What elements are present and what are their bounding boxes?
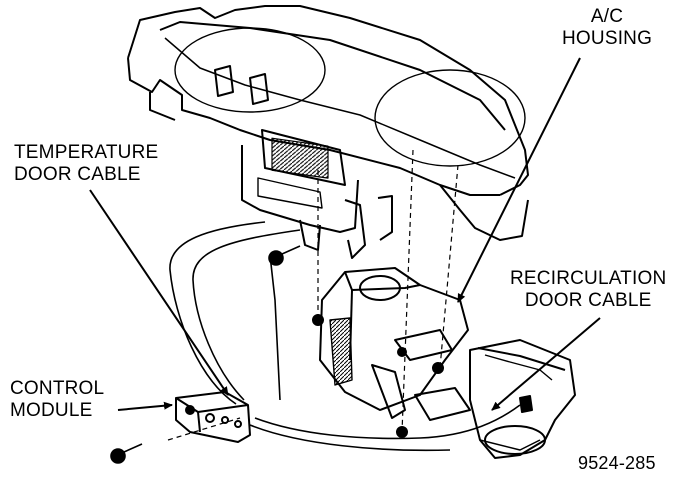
leader-lines xyxy=(89,57,601,411)
label-temperature-door-cable-line2: DOOR CABLE xyxy=(14,164,141,185)
label-ac-housing-line2: HOUSING xyxy=(562,28,653,49)
blower-housing xyxy=(312,267,471,438)
instrument-panel xyxy=(127,5,529,241)
label-temperature-door-cable-line1: TEMPERATURE xyxy=(14,142,159,163)
recirculation-door-housing xyxy=(469,339,576,459)
label-control-module: CONTROL MODULE xyxy=(10,378,104,422)
duct-assembly xyxy=(241,129,393,259)
screw-bottom xyxy=(110,443,143,464)
label-control-module-line2: MODULE xyxy=(10,400,93,421)
screw-top xyxy=(268,245,301,266)
label-recirculation-door-cable: RECIRCULATION DOOR CABLE xyxy=(510,268,666,312)
control-module xyxy=(175,391,251,443)
label-control-module-line1: CONTROL xyxy=(10,378,105,399)
cables xyxy=(169,221,521,452)
figure-number: 9524-285 xyxy=(578,453,656,473)
label-ac-housing-line1: A/C xyxy=(590,6,624,27)
label-recirculation-door-cable-line1: RECIRCULATION xyxy=(510,268,667,289)
alignment-lines xyxy=(167,149,459,441)
label-ac-housing: A/C HOUSING xyxy=(562,6,652,50)
label-recirculation-door-cable-line2: DOOR CABLE xyxy=(524,290,652,311)
label-temperature-door-cable: TEMPERATURE DOOR CABLE xyxy=(14,142,158,186)
